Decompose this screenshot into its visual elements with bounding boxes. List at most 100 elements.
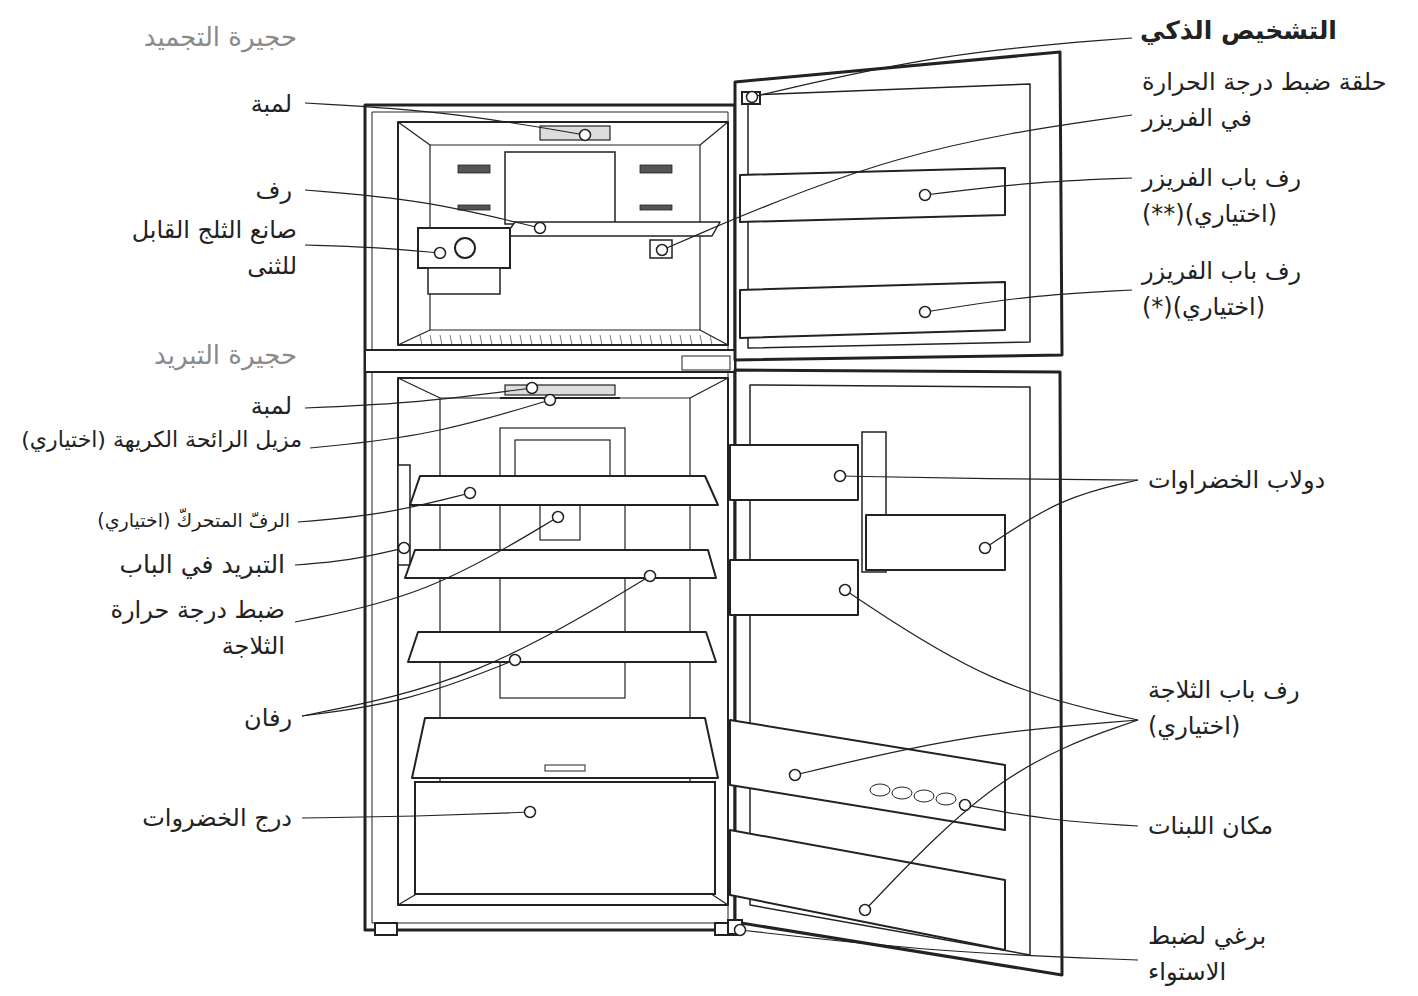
detail-line xyxy=(700,330,728,345)
control-panel xyxy=(682,356,730,370)
part-label: دولاب الخضراوات xyxy=(1148,462,1398,498)
part-label: صانع الثلج القابل للثنى xyxy=(117,212,297,284)
floor-grid xyxy=(540,335,542,345)
floor-grid xyxy=(430,335,432,345)
leader-line xyxy=(865,720,1138,910)
leader-line xyxy=(840,476,1138,480)
vent xyxy=(640,165,672,173)
leader-dot xyxy=(920,190,931,201)
leader-dot xyxy=(510,655,521,666)
leader-line xyxy=(302,812,530,818)
floor-grid xyxy=(560,335,562,345)
part-label: رف باب الثلاجة (اختياري) xyxy=(1148,672,1388,744)
vent xyxy=(640,205,672,210)
part-label: التبريد في الباب xyxy=(5,546,285,584)
leader-line xyxy=(305,388,532,408)
leader-line xyxy=(925,178,1132,195)
floor-grid xyxy=(700,335,702,345)
ice-maker xyxy=(418,228,510,268)
freezer-compartment xyxy=(398,122,728,345)
leader-line xyxy=(985,480,1138,548)
freezer-door-bin xyxy=(740,282,1005,338)
leader-dot xyxy=(980,543,991,554)
part-label: لمبة xyxy=(172,86,292,122)
crisper-handle xyxy=(545,765,585,771)
floor-grid xyxy=(450,335,452,345)
small-door-bin xyxy=(866,515,1005,570)
door-bin xyxy=(730,830,1005,950)
leader-line xyxy=(302,660,515,716)
part-label: لمبة xyxy=(172,388,292,424)
leader-dot xyxy=(960,800,971,811)
shelf xyxy=(405,550,716,578)
leader-line xyxy=(845,590,1138,720)
foot xyxy=(375,923,397,935)
leader-dot xyxy=(465,488,476,499)
section-heading: حجيرة التبريد xyxy=(37,336,297,375)
floor-grid xyxy=(500,335,502,345)
leader-dot xyxy=(747,92,758,103)
detail-line xyxy=(398,330,430,345)
part-label: مزيل الرائحة الكريهة (اختياري) xyxy=(2,423,302,456)
floor-grid xyxy=(470,335,472,345)
detail-line xyxy=(398,122,430,145)
leader-line xyxy=(662,115,1132,250)
small-door-bin xyxy=(730,445,858,500)
part-label: درج الخضروات xyxy=(32,800,292,836)
part-label: رف باب الفريزر (اختياري)(**) xyxy=(1142,160,1392,232)
deodorizer xyxy=(500,397,620,399)
moving-shelf xyxy=(410,476,718,505)
leader-line xyxy=(305,245,440,253)
leader-line xyxy=(302,576,650,716)
leader-line xyxy=(305,103,585,135)
floor-grid xyxy=(530,335,532,345)
leader-dot xyxy=(860,905,871,916)
air-flow-unit xyxy=(505,152,615,224)
small-door-bin xyxy=(730,560,858,615)
leader-line xyxy=(310,400,550,448)
leader-dot xyxy=(645,571,656,582)
leader-line xyxy=(295,517,558,622)
floor-grid xyxy=(610,335,612,345)
floor-grid xyxy=(570,335,572,345)
detail-line xyxy=(690,378,728,398)
leader-dot xyxy=(525,807,536,818)
floor-grid xyxy=(550,335,552,345)
lamp xyxy=(505,385,615,395)
leader-line xyxy=(295,548,404,565)
floor-grid xyxy=(680,335,682,345)
cabinet-body xyxy=(365,105,735,930)
part-label: الرفّ المتحركّ (اختياري) xyxy=(0,506,290,535)
floor-grid xyxy=(480,335,482,345)
freezer-shelf xyxy=(505,222,720,236)
leader-dot xyxy=(790,770,801,781)
floor-grid xyxy=(670,335,672,345)
crisper-cover xyxy=(412,718,718,778)
divider xyxy=(365,350,735,372)
freezer-door-bin xyxy=(740,168,1005,222)
part-label: حلقة ضبط درجة الحرارة في الفريزر xyxy=(1142,64,1404,136)
leader-dot xyxy=(545,395,556,406)
egg-slot xyxy=(914,790,934,802)
floor-grid xyxy=(620,335,622,345)
leader-line xyxy=(752,38,1132,97)
leader-line xyxy=(305,190,540,228)
floor-grid xyxy=(650,335,652,345)
vent xyxy=(458,165,490,173)
leader-line xyxy=(965,805,1138,826)
leader-line xyxy=(925,290,1132,312)
freezer-dial xyxy=(650,240,672,258)
floor-grid xyxy=(660,335,662,345)
part-label: رف باب الفريزر (اختياري)(*) xyxy=(1142,253,1392,325)
floor-grid xyxy=(490,335,492,345)
floor-grid xyxy=(640,335,642,345)
floor-grid xyxy=(520,335,522,345)
leader-dot xyxy=(535,223,546,234)
floor-grid xyxy=(510,335,512,345)
leader-line xyxy=(740,930,1138,960)
leader-line xyxy=(298,493,470,522)
ice-knob xyxy=(455,238,475,258)
smart-diagnosis-button xyxy=(742,92,760,104)
detail-line xyxy=(398,378,440,398)
